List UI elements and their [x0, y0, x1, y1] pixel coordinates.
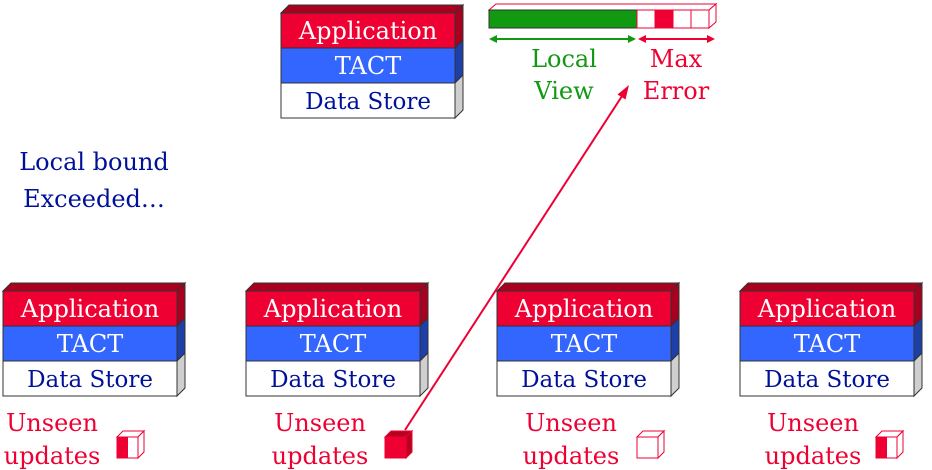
application-label: Application — [298, 17, 437, 45]
data-store-layer: Data Store — [496, 351, 680, 398]
unseen-updates-line1: Unseen — [274, 409, 366, 437]
tact-label: TACT — [335, 52, 401, 80]
error-slot-2 — [654, 9, 674, 29]
application-layer: Application — [279, 3, 465, 50]
top-stack: Application TACT Data Store — [279, 3, 465, 120]
update-cube-empty-icon — [635, 429, 666, 460]
tact-label: TACT — [551, 330, 617, 358]
error-slot-3 — [672, 9, 692, 29]
tact-label: TACT — [300, 330, 366, 358]
data-store-layer: Data Store — [739, 351, 923, 398]
data-store-layer: Data Store — [280, 73, 464, 120]
node-3: Application TACT Data Store Unseen updat… — [495, 281, 681, 470]
update-cube-partial-icon — [115, 429, 146, 460]
application-layer: Application — [495, 281, 681, 328]
data-store-label: Data Store — [270, 367, 396, 393]
unseen-updates-line2: updates — [4, 442, 101, 470]
data-store-label: Data Store — [764, 367, 890, 393]
data-store-layer: Data Store — [2, 351, 186, 398]
local-view-label-line1: Local — [531, 45, 597, 73]
local-view-arrow — [489, 35, 636, 43]
tact-label: TACT — [57, 330, 123, 358]
data-store-layer: Data Store — [245, 351, 429, 398]
bound-message-line1: Local bound — [19, 148, 169, 176]
node-2: Application TACT Data Store Unseen updat… — [244, 281, 430, 470]
application-layer: Application — [1, 281, 187, 328]
node-1: Application TACT Data Store Unseen updat… — [1, 281, 187, 470]
max-error-arrow — [638, 35, 715, 43]
propagation-arrow — [404, 85, 629, 431]
view-bar: Local View Max Error — [487, 2, 718, 105]
error-slot-1 — [636, 9, 656, 29]
unseen-updates-line2: updates — [765, 442, 862, 470]
application-layer: Application — [244, 281, 430, 328]
unseen-updates-line1: Unseen — [6, 409, 98, 437]
bound-message: Local bound Exceeded… — [19, 148, 169, 213]
tact-label: TACT — [794, 330, 860, 358]
max-error-label-line1: Max — [650, 45, 703, 73]
application-label: Application — [20, 295, 159, 323]
unseen-updates-line1: Unseen — [525, 409, 617, 437]
application-label: Application — [263, 295, 402, 323]
data-store-label: Data Store — [305, 89, 431, 115]
update-cube-partial-icon — [874, 429, 905, 460]
update-cube-full-icon — [383, 429, 414, 460]
tact-layer: TACT — [496, 316, 680, 363]
data-store-label: Data Store — [27, 367, 153, 393]
application-layer: Application — [738, 281, 924, 328]
tact-layer: TACT — [2, 316, 186, 363]
application-label: Application — [514, 295, 653, 323]
error-slot-4 — [690, 9, 710, 29]
unseen-updates-line2: updates — [523, 442, 620, 470]
bound-message-line2: Exceeded… — [23, 185, 165, 213]
unseen-updates-line2: updates — [272, 442, 369, 470]
data-store-label: Data Store — [521, 367, 647, 393]
local-view-label-line2: View — [533, 77, 594, 105]
unseen-updates-line1: Unseen — [767, 409, 859, 437]
max-error-label-line2: Error — [643, 77, 710, 105]
node-4: Application TACT Data Store Unseen updat… — [738, 281, 924, 470]
application-label: Application — [757, 295, 896, 323]
local-view-bar — [488, 9, 638, 29]
tact-layer: TACT — [245, 316, 429, 363]
